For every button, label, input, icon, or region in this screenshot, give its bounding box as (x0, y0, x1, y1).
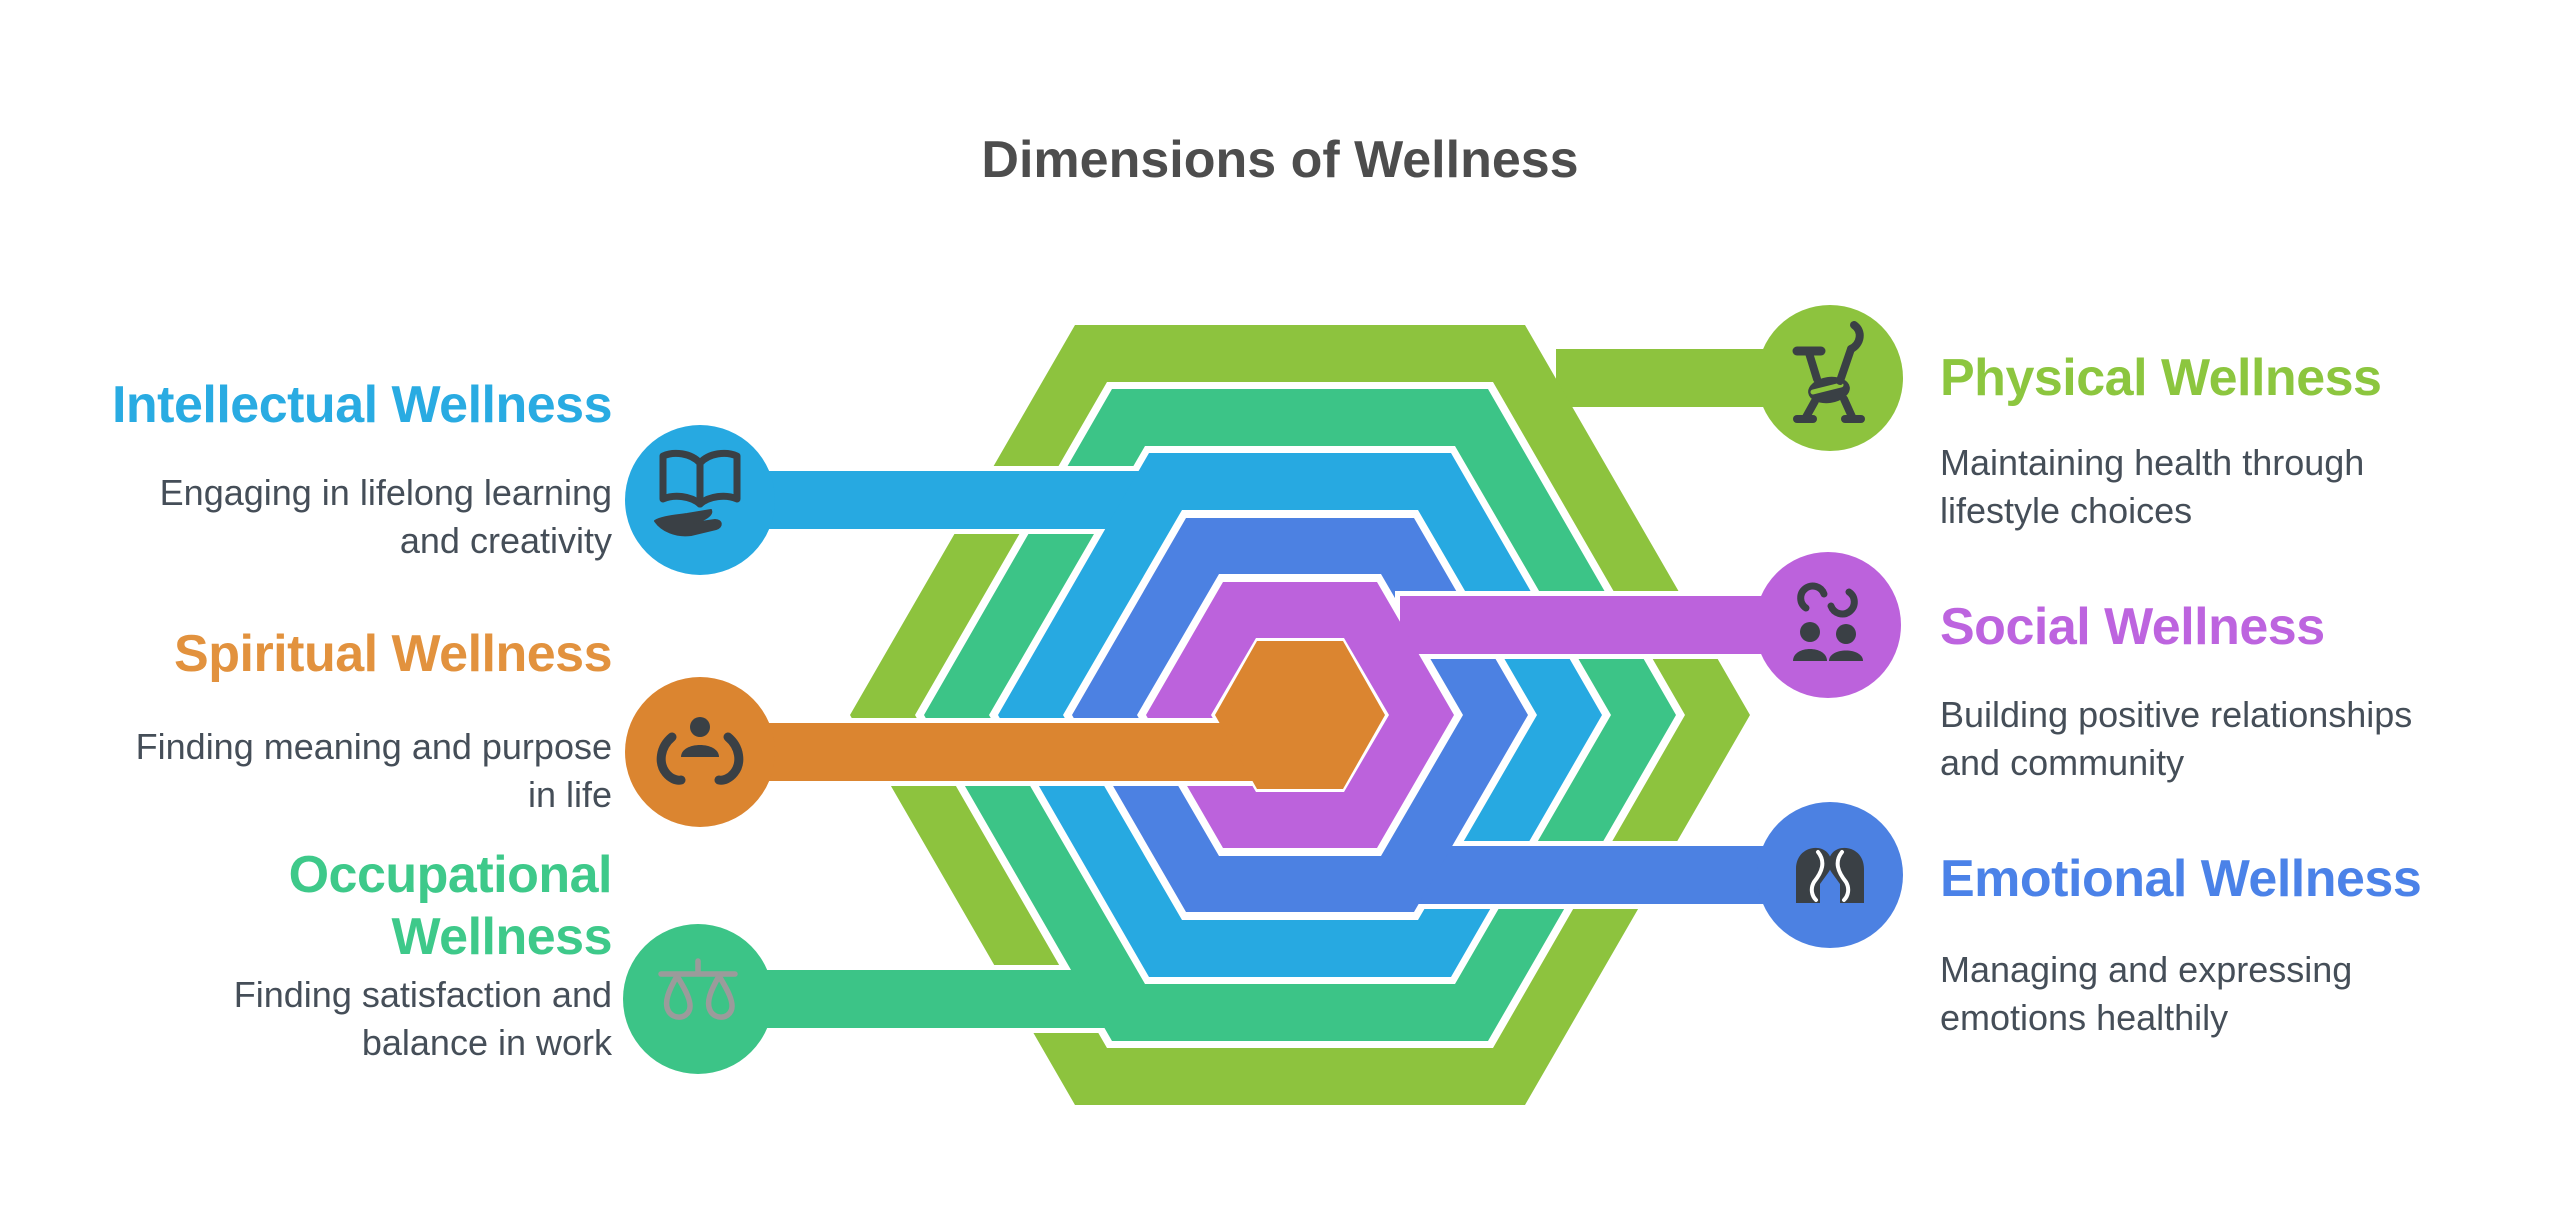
dimension-title-spiritual: Spiritual Wellness (0, 623, 612, 685)
exercise-bike-icon (1792, 321, 1865, 423)
icon-circle-emotional (1757, 802, 1903, 948)
title-line: Social Wellness (1940, 598, 2325, 656)
title-line: Spiritual Wellness (174, 625, 612, 683)
description-line: and community (1940, 742, 2185, 783)
dimension-description-intellectual: Engaging in lifelong learning and creati… (0, 469, 612, 565)
description-line: Managing and expressing (1940, 949, 2353, 990)
title-line: Wellness (391, 908, 613, 966)
description-line: lifestyle choices (1940, 490, 2193, 531)
description-line: Finding satisfaction and (233, 974, 612, 1015)
dimension-title-intellectual: Intellectual Wellness (0, 374, 613, 436)
icon-circle-social (1755, 552, 1901, 698)
dimension-description-social: Building positive relationships and comm… (1940, 691, 2560, 787)
connector-spiritual (695, 718, 1275, 786)
description-line: in life (527, 774, 612, 815)
description-line: Finding meaning and purpose (135, 726, 612, 767)
icon-circle-occupational (623, 924, 773, 1074)
book-on-hand-icon (654, 449, 741, 537)
balance-scale-icon (658, 958, 738, 1020)
title-line: Occupational (288, 846, 613, 904)
description-line: Engaging in lifelong learning (159, 472, 612, 513)
connector-bar (700, 723, 1270, 781)
description-line: balance in work (361, 1022, 612, 1063)
dimension-title-physical: Physical Wellness (1940, 347, 2560, 409)
two-faces-icon (1796, 847, 1864, 903)
dimension-description-physical: Maintaining health through lifestyle cho… (1940, 439, 2560, 535)
dimension-description-occupational: Finding satisfaction and balance in work (0, 971, 612, 1067)
description-line: and creativity (399, 520, 612, 561)
title-line: Emotional Wellness (1940, 850, 2422, 908)
dimension-title-social: Social Wellness (1940, 596, 2560, 658)
description-line: Maintaining health through (1940, 442, 2365, 483)
dimension-description-emotional: Managing and expressing emotions healthi… (1940, 946, 2560, 1042)
dimension-title-occupational: Occupational Wellness (0, 844, 613, 968)
title-line: Intellectual Wellness (111, 376, 613, 434)
page-title: Dimensions of Wellness (981, 131, 1579, 189)
title-line: Physical Wellness (1940, 349, 2382, 407)
description-line: emotions healthily (1940, 997, 2229, 1038)
dimension-title-emotional: Emotional Wellness (1940, 848, 2560, 910)
description-line: Building positive relationships (1940, 694, 2413, 735)
people-connection-icon (1793, 582, 1863, 661)
person-in-hands-icon (656, 717, 744, 785)
dimension-description-spiritual: Finding meaning and purpose in life (0, 723, 612, 819)
hexagon-center-spiritual (1215, 641, 1385, 789)
